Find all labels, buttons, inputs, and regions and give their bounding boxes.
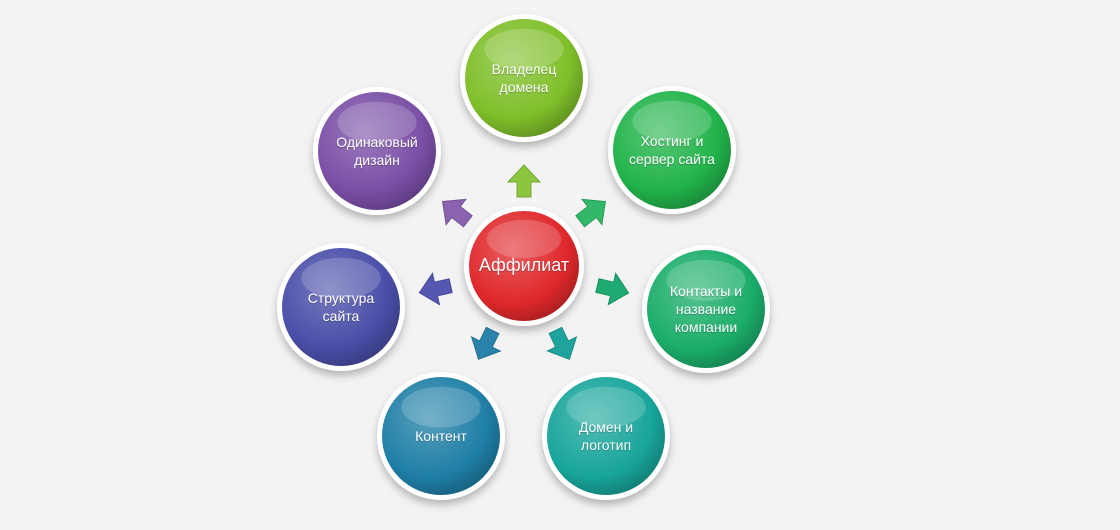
arrow-domain-owner — [506, 164, 542, 198]
node-circle-domain-owner — [460, 14, 588, 142]
circles-layer — [277, 14, 770, 500]
arrow-structure — [418, 272, 453, 306]
node-circle-structure — [277, 243, 405, 371]
node-circle-domain-logo — [542, 372, 670, 500]
arrow-domain-logo — [546, 326, 578, 360]
node-circle-same-design — [313, 87, 441, 215]
arrow-hosting — [575, 198, 606, 228]
center-node-circle — [464, 206, 584, 326]
arrow-content — [470, 326, 502, 360]
node-circle-hosting — [608, 86, 736, 214]
arrows-layer — [418, 164, 630, 360]
node-circle-content — [377, 372, 505, 500]
node-circle-contacts — [642, 245, 770, 373]
arrow-same-design — [442, 198, 473, 228]
arrow-contacts — [595, 272, 630, 306]
